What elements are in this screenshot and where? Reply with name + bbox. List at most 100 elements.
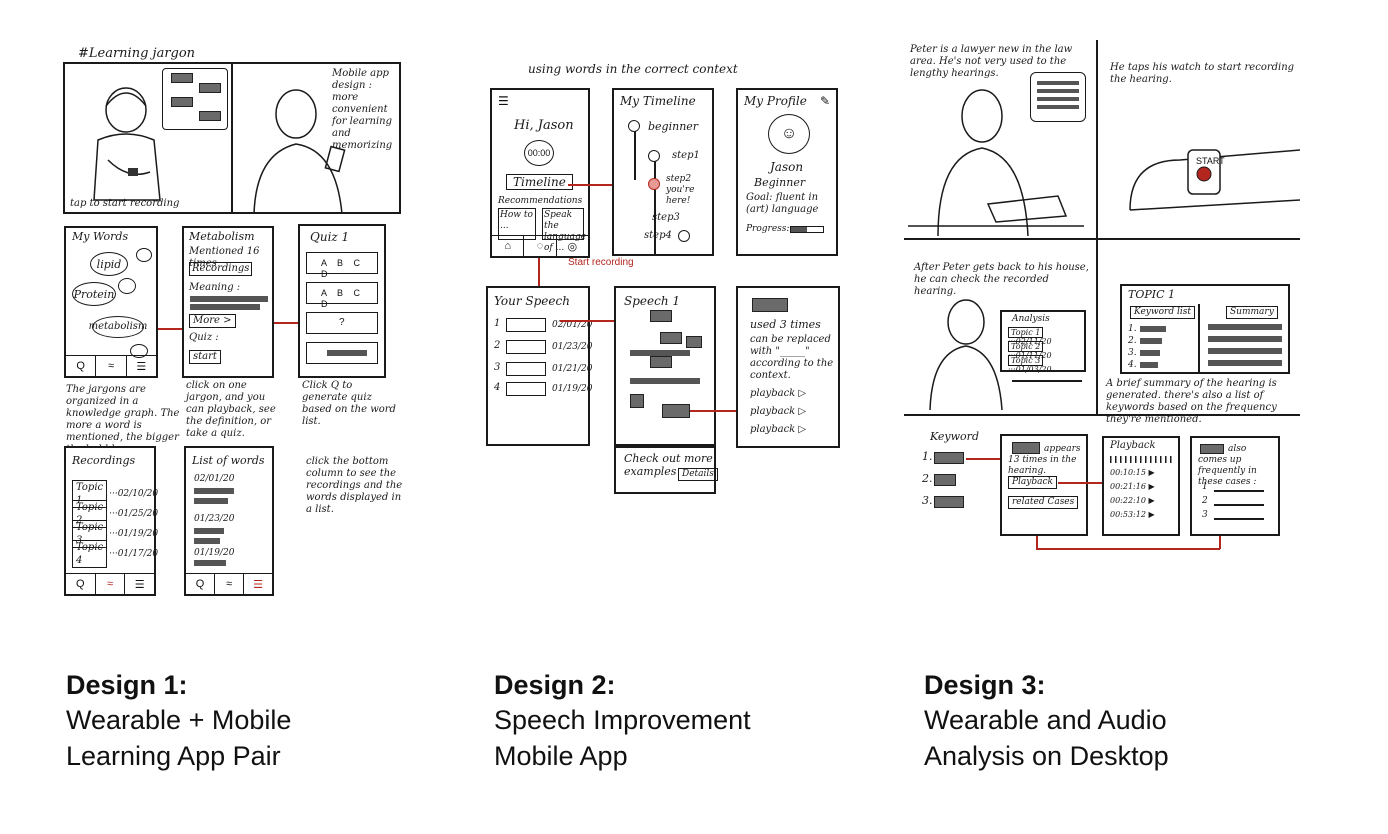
start-quiz-button[interactable]: start	[189, 350, 221, 364]
keyword-index: 1.	[922, 450, 933, 463]
details-button[interactable]: Details	[678, 468, 718, 481]
analysis-topic[interactable]: Topic 2 ···01/11/20	[1008, 341, 1052, 360]
flow-arrow	[158, 328, 182, 330]
analysis-topic[interactable]: Topic 1 ···02/11/20	[1008, 327, 1052, 346]
speech-date: 01/23/20	[552, 342, 593, 352]
keyword-list-tab[interactable]: Keyword list	[1130, 306, 1195, 319]
caption-title: Design 3:	[924, 670, 1046, 700]
speech-index: 4	[494, 382, 501, 393]
keyword-item[interactable]	[934, 474, 956, 486]
quiz-card[interactable]	[306, 342, 378, 364]
metabolism-screen: Metabolism Mentioned 16 times Recordings…	[182, 226, 274, 378]
tab-quiz[interactable]: Q	[66, 356, 97, 376]
tab-list[interactable]: ☰	[136, 360, 147, 373]
timeline-node[interactable]	[628, 120, 640, 132]
profile-name: Jason	[770, 160, 804, 174]
menu-icon[interactable]: ☰	[498, 94, 509, 108]
node-small[interactable]	[136, 248, 152, 262]
recommendation-card[interactable]: Speak the language of ...	[542, 208, 587, 253]
timeline-node-current[interactable]	[648, 178, 660, 190]
tab-recordings[interactable]: ≈	[96, 574, 126, 594]
topic1-screen: TOPIC 1 Keyword list Summary 1. 2. 3. 4.	[1120, 284, 1290, 374]
playback-link[interactable]: playback ▷	[750, 424, 807, 435]
meaning-label: Meaning :	[189, 282, 241, 293]
flow-arrow	[690, 410, 738, 412]
playback-timestamp[interactable]: 00:53:12 ▶	[1110, 510, 1155, 519]
timeline-title: My Timeline	[620, 94, 696, 108]
topic1-title: TOPIC 1	[1128, 288, 1176, 301]
redacted-word	[752, 298, 788, 312]
tab-list[interactable]: ☰	[134, 578, 145, 591]
related-cases-screen: also comes up frequently in these cases …	[1190, 436, 1280, 536]
playback-link[interactable]: playback ▷	[750, 388, 807, 399]
case-line[interactable]	[1214, 490, 1264, 492]
case-line[interactable]	[1214, 504, 1264, 506]
mentioned-count: Mentioned 16 times	[189, 246, 260, 269]
keyword-item[interactable]	[934, 452, 964, 464]
quiz-card[interactable]: A B C D	[306, 282, 378, 309]
your-speech-screen: Your Speech 1 02/01/20 2 01/23/20 3 01/2…	[486, 286, 593, 446]
peter-note: Peter is a lawyer new in the law area. H…	[910, 44, 1073, 79]
timeline-node[interactable]	[648, 150, 660, 162]
quiz-card[interactable]: A B C D	[306, 252, 378, 279]
playback-timestamp[interactable]: 00:22:10 ▶	[1110, 496, 1155, 505]
quiz-card[interactable]: ?	[306, 312, 378, 334]
case-line[interactable]	[1214, 518, 1264, 520]
node-protein[interactable]: Protein	[72, 282, 116, 306]
playback-timestamp[interactable]: 00:21:16 ▶	[1110, 482, 1155, 491]
summary-tab[interactable]: Summary	[1226, 306, 1278, 319]
speech-date: 01/21/20	[552, 364, 593, 374]
recordings-button[interactable]: Recordings	[189, 262, 253, 276]
speech-icon[interactable]: ◌	[524, 236, 557, 256]
node-lipid[interactable]: lipid	[90, 252, 128, 276]
speech-item[interactable]	[506, 340, 546, 354]
related-cases-button[interactable]: related Cases	[1008, 496, 1079, 509]
playback-link[interactable]: playback ▷	[750, 406, 807, 417]
playback-button[interactable]: Playback	[1008, 476, 1058, 489]
tab-list[interactable]: ☰	[253, 578, 263, 591]
node-small[interactable]	[118, 278, 136, 294]
node-metabolism[interactable]: metabolism	[89, 316, 147, 338]
quiz-note: Click Q to generate quiz based on the wo…	[302, 380, 396, 427]
home-icon[interactable]: ⌂	[492, 236, 525, 256]
recommendation-card[interactable]: How to ...	[498, 208, 536, 240]
recommendations-label: Recommendations	[498, 196, 583, 206]
recording-item[interactable]: Topic 4···01/17/20	[72, 540, 158, 568]
record-timer[interactable]: 00:00	[524, 140, 554, 166]
timeline-button[interactable]: Timeline	[506, 174, 573, 190]
audio-waveform[interactable]	[1110, 456, 1174, 463]
caption-design2: Design 2: Speech Improvement Mobile App	[494, 668, 751, 774]
tab-recordings[interactable]: ≈	[215, 574, 244, 594]
speech-item[interactable]	[506, 362, 546, 376]
recordings-title: Recordings	[72, 454, 136, 467]
case-index: 1	[1202, 482, 1208, 492]
mobile-app-note: Mobile app design : more convenient for …	[332, 68, 393, 151]
more-examples-panel: Check out more examples Details	[614, 446, 718, 494]
playback-timestamp[interactable]: 00:10:15 ▶	[1110, 468, 1155, 477]
caption-title: Design 2:	[494, 670, 616, 700]
timeline-step: beginner	[648, 120, 699, 133]
bottom-column-note: click the bottom column to see the recor…	[306, 456, 403, 515]
greeting: Hi, Jason	[514, 118, 574, 133]
tab-quiz[interactable]: Q	[66, 574, 96, 594]
caption-title: Design 1:	[66, 670, 188, 700]
more-button[interactable]: More >	[189, 314, 236, 328]
tab-bar: Q ≈ ☰	[66, 355, 156, 376]
profile-title: My Profile	[744, 94, 807, 108]
keyword-item[interactable]	[934, 496, 964, 508]
speech-item[interactable]	[506, 318, 546, 332]
tab-quiz[interactable]: Q	[186, 574, 215, 594]
design2-heading: using words in the correct context	[528, 62, 738, 76]
speech-item[interactable]	[506, 382, 546, 396]
keyword-index: 3.	[922, 494, 933, 507]
analysis-topic[interactable]: Topic 3 ···01/03/20	[1008, 355, 1052, 374]
your-speech-title: Your Speech	[494, 294, 570, 308]
flow-arrow	[274, 322, 298, 324]
record-icon[interactable]: ◎	[567, 240, 578, 253]
keyword-detail-screen: appears 13 times in the hearing. Playbac…	[1000, 434, 1088, 536]
timeline-node[interactable]	[678, 230, 690, 242]
edit-icon[interactable]: ✎	[819, 94, 830, 108]
tab-bar: Q ≈ ☰	[66, 573, 154, 594]
node-small[interactable]	[130, 344, 148, 358]
tab-recordings[interactable]: ≈	[96, 356, 127, 376]
